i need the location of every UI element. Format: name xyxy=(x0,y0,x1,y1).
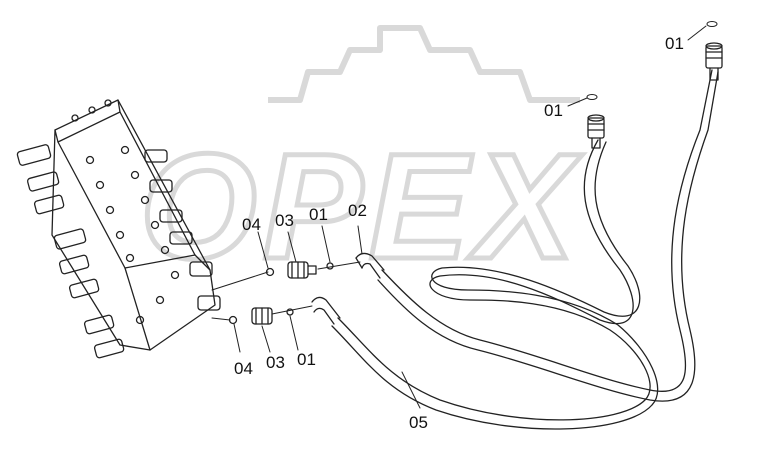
hose-end-fitting-right xyxy=(705,42,723,81)
adapter-03-lower xyxy=(251,307,273,325)
leader-lines xyxy=(233,25,707,409)
hose-05-lower xyxy=(331,139,659,430)
oring-01-lower xyxy=(286,308,294,316)
callout-01-lower: 01 xyxy=(297,350,316,369)
callout-04-upper: 04 xyxy=(242,215,261,234)
callout-02: 02 xyxy=(348,201,367,220)
control-valve-block xyxy=(16,99,221,359)
valve-fittings-right xyxy=(144,149,221,311)
gear-icon xyxy=(268,25,580,103)
elbow-lower xyxy=(311,296,341,325)
callout-05: 05 xyxy=(409,413,428,432)
callout-04-lower: 04 xyxy=(234,359,253,378)
callout-01-top-right: 01 xyxy=(665,34,684,53)
oring-04-upper xyxy=(265,267,275,277)
callout-01-upper: 01 xyxy=(309,205,328,224)
valve-fittings-left xyxy=(16,144,125,359)
cap-01-mid xyxy=(586,94,598,100)
upper-fitting-assembly xyxy=(211,252,385,291)
elbow-02 xyxy=(355,252,385,279)
callout-03-upper: 03 xyxy=(275,211,294,230)
oring-04-lower xyxy=(228,315,238,325)
callout-01-mid: 01 xyxy=(544,101,563,120)
callout-03-lower: 03 xyxy=(266,353,285,372)
hose-end-fitting-mid xyxy=(587,114,605,149)
lower-fitting-assembly xyxy=(211,296,341,325)
adapter-03-upper xyxy=(287,261,317,279)
callout-labels: 01 01 04 03 01 02 04 03 01 05 xyxy=(234,34,684,432)
cap-01-top-right xyxy=(706,21,718,27)
